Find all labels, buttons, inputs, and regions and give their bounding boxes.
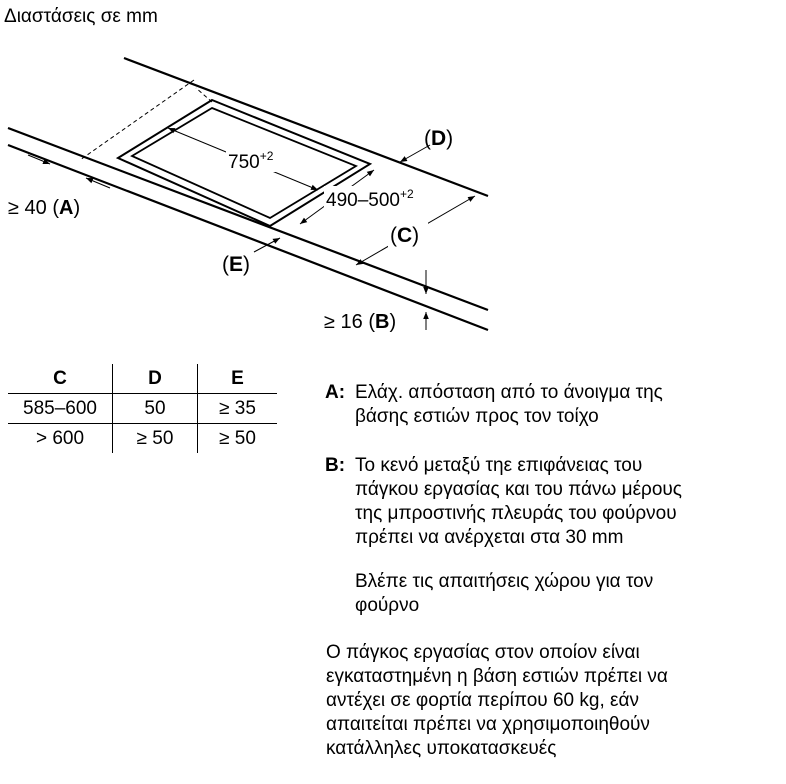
note-b-line: πρέπει να ανέρχεται στα 30 mm [355,527,624,548]
paragraph-line: απαιτείται πρέπει να χρησιμοποιηθούν [326,714,650,735]
note-b-extra-line: Βλέπε τις απαιτήσεις χώρου για τον [355,571,654,592]
length-label-bg [226,146,292,172]
paragraph-line: κατάλληλες υποκατασκευές [326,738,557,759]
table-cell: 585–600 [8,393,113,424]
table-cell: ≥ 35 [197,393,277,424]
note-b-line: της μπροστινής πλευράς του φούρνου [355,503,677,524]
note-b-extra-line: φούρνο [355,595,420,616]
table-row: 585–600 50 ≥ 35 [8,393,277,424]
note-a: A: Ελάχ. απόσταση από το άνοιγμα της βάσ… [325,381,663,429]
length-label: 750+2 [228,149,274,173]
a-arrow-lower [85,177,111,189]
note-b-line: πάγκου εργασίας και του πάνω μέρους [355,479,682,500]
c-label: (C) [390,224,419,247]
note-b-line: Το κενό μεταξύ τηε επιφάνειας του [355,455,643,476]
countertop-cutout-diagram: 750+2 490–500+2 (D) (C) (E) ≥ 40 (A) ≥ 1… [7,56,489,333]
c-label-bg [388,220,428,248]
paragraph-line: εγκαταστημένη η βάση εστιών πρέπει να [326,666,668,687]
d-label: (D) [424,127,453,150]
worktop-back-edge [123,56,489,198]
table-header-c: C [8,364,113,394]
table-cell: ≥ 50 [197,423,277,453]
table-cell: > 600 [35,427,85,449]
table-cell: 50 [112,393,198,424]
table-cell: ≥ 50 [112,423,198,453]
table-header-e: E [197,364,277,394]
note-a-line: βάσης εστιών προς τον τοίχο [355,406,599,427]
paragraph-line: αντέχει σε φορτία περίπου 60 kg, εάν [326,690,639,711]
table-header-d: D [112,364,198,394]
dimensions-heading: Διαστάσεις σε mm [4,6,158,27]
a-label: ≥ 40 (A) [8,197,80,219]
d-leader-line [399,144,431,163]
note-b-key: B: [325,455,346,476]
table-row: > 600 ≥ 50 ≥ 50 [8,423,277,453]
e-label: (E) [222,253,250,276]
note-b-extra: Βλέπε τις απαιτήσεις χώρου για τον φούρν… [325,570,653,618]
worktop-front-bottom-edge [7,143,489,332]
dashed-cutout-back [195,87,213,103]
load-requirement-paragraph: Ο πάγκος εργασίας στον οποίον είναι εγκα… [326,641,668,761]
e-leader-line [253,237,281,253]
note-a-key: A: [325,382,346,403]
a-arrow-upper [27,154,51,165]
worktop-front-top-edge [7,126,489,312]
note-b: B: Το κενό μεταξύ τηε επιφάνειας του πάγ… [325,454,682,550]
dashed-left-edge [79,79,195,161]
note-a-line: Ελάχ. απόσταση από το άνοιγμα της [355,382,663,403]
clearance-table: C D E 585–600 50 ≥ 35 > 600 ≥ 50 ≥ 50 [8,364,277,453]
paragraph-line: Ο πάγκος εργασίας στον οποίον είναι [326,642,640,663]
b-label: ≥ 16 (B) [324,311,396,333]
